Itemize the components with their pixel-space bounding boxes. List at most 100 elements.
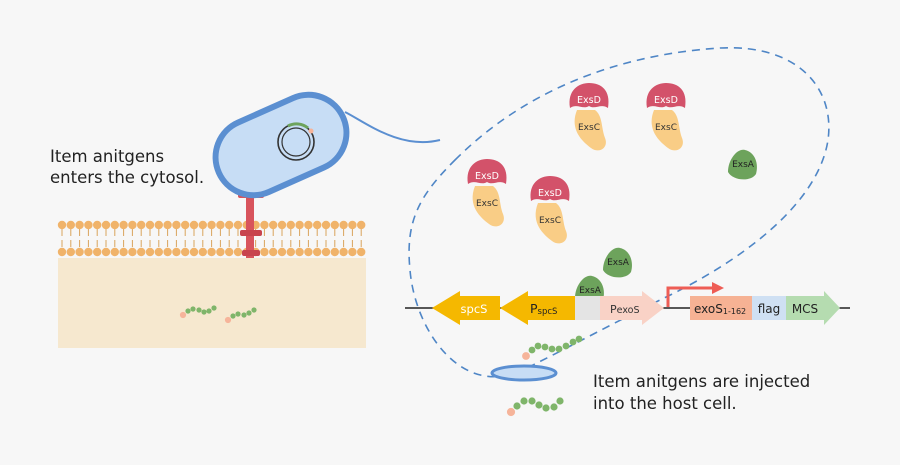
exsd-shape [569,83,609,108]
lipid-head [348,220,357,230]
exsc-shape [574,110,606,151]
host-cell [57,220,366,348]
lipid-head [128,220,137,230]
exsd-shape [530,176,570,201]
antigen-bead [241,312,247,318]
antigen-bead [522,352,530,360]
antigen-bead [542,404,550,412]
lipid-head [110,247,120,257]
exsd-exsc-complex: ExsD ExsC [467,159,507,227]
lipid-head [137,220,146,230]
antigen-bead [190,306,196,312]
lipid-head [145,220,155,230]
antigen-bead [211,305,217,311]
lipid-head [84,247,93,257]
lipid-head [225,247,234,257]
lipid-head [216,247,225,257]
exsa-label: ExsA [579,286,602,296]
exsc-label: ExsC [476,199,498,209]
lipid-head [119,247,128,257]
lipid-head [260,220,269,230]
caption-left-line1: Item anitgens [50,147,164,166]
caption-right-line2: into the host cell. [593,394,737,413]
exos-label: exoS1-162 [694,302,746,316]
lipid-head [163,247,172,257]
antigen-chain [522,335,583,360]
lipid-head [260,247,269,257]
lipid-head [207,220,216,230]
exos-sub: 1-162 [723,307,746,316]
antigen-bead [535,401,543,409]
exsa-protein: ExsA [728,149,757,180]
antigen-bead [555,345,563,353]
lipid-head [295,220,304,230]
lipid-head [207,247,216,257]
promoter-arrow-line [666,286,716,307]
zoom-outline [408,47,830,378]
exsa-shape [603,247,632,278]
antigen-chain [506,397,564,417]
needle-tip [242,250,260,256]
lipid-head [110,220,120,230]
lipid-head [189,247,199,257]
lipid-head [145,247,155,257]
pspcs-main: P [530,301,538,316]
lipid-head [101,247,111,257]
antigen-bead [550,403,558,411]
lipid-head [339,247,348,257]
caption-left-line2: enters the cytosol. [50,168,204,187]
antigen-bead [196,307,202,313]
exsc-shape [651,110,683,151]
antigen-bead [528,397,536,405]
pspcs-arrow [500,291,575,325]
lipid-head [198,220,207,230]
mcs-arrow [786,291,840,325]
exsd-label: ExsD [475,171,499,182]
exos-main: exoS [694,302,723,316]
bacterium-flagellum [344,111,441,144]
lipid-head [286,247,295,257]
pspcs-label: PspcS [530,301,557,317]
lipid-head [189,220,199,230]
antigen-bead [534,342,542,350]
lipid-head [128,247,137,257]
lipid-head [66,220,76,230]
lipid-head [119,220,128,230]
lipid-bilayer [57,220,366,257]
pexos-sub: exoS [617,305,640,316]
lipid-head [57,220,67,230]
lipid-head [339,220,348,230]
exsc-label: ExsC [655,123,677,133]
lipid-head [313,247,322,257]
secretion-pore [490,364,558,382]
bacterium-body [212,91,350,199]
lipid-head [348,247,357,257]
lipid-head [181,247,190,257]
lipid-head [84,220,93,230]
needle-ring [240,230,262,236]
exsd-label: ExsD [577,95,601,106]
lipid-head [163,220,172,230]
exsd-exsc-complex: ExsD ExsC [569,83,609,151]
antigen-bead [575,335,583,343]
lipid-head [93,220,102,230]
antigen-bead [528,346,536,354]
antigen-bead [513,402,521,410]
dna-construct: spcS PspcS PexoS exoS1-162 flag MCS [405,282,850,325]
antigen-chain [224,307,257,324]
promoter-arrow-head [712,282,724,294]
antigen-chains [179,305,583,417]
flag-block [752,296,786,320]
lipid-head [233,247,243,257]
exsa-shape [728,149,757,180]
lipid-head [66,247,76,257]
exsa-label: ExsA [607,258,630,268]
exsc-label: ExsC [578,123,600,133]
antigen-bead [569,338,577,346]
lipid-head [277,220,287,230]
antigen-bead [230,313,236,319]
antigen-bead [562,342,570,350]
